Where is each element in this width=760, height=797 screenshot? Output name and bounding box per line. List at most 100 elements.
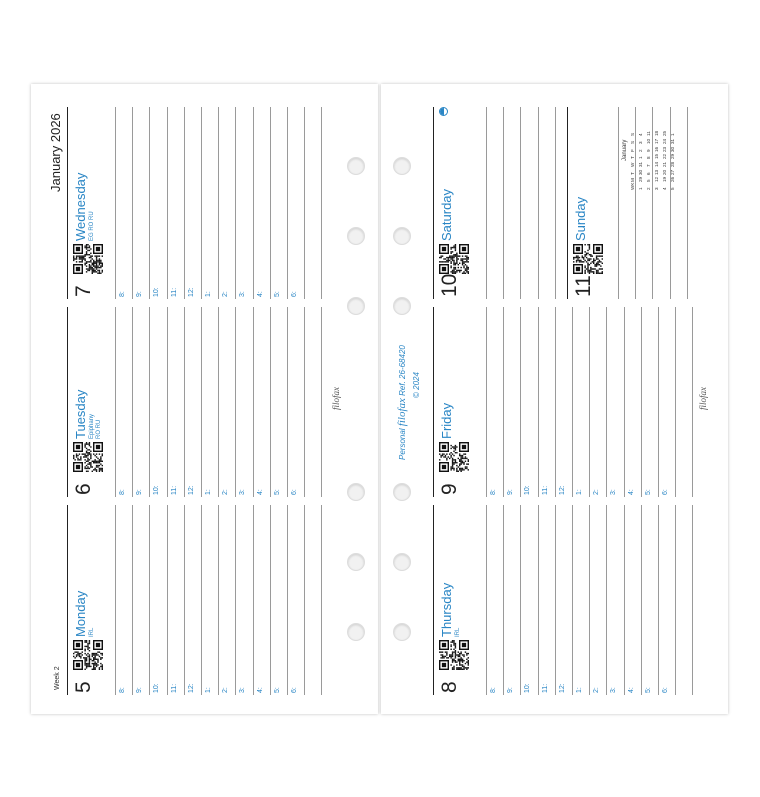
hour-line[interactable] — [692, 307, 694, 497]
hour-line[interactable] — [503, 307, 505, 497]
hour-line[interactable] — [218, 307, 220, 497]
hour-line[interactable] — [321, 107, 323, 299]
hour-line[interactable] — [652, 107, 654, 299]
hour-line[interactable] — [218, 505, 220, 695]
hour-line[interactable] — [486, 107, 487, 299]
hour-line[interactable] — [572, 505, 573, 695]
day-name: Wednesday — [73, 172, 88, 241]
hour-line[interactable] — [537, 505, 539, 695]
hour-line[interactable] — [235, 107, 237, 299]
mini-calendar-day: 8 — [646, 156, 651, 160]
hour-label: 8: — [490, 489, 497, 495]
hour-line[interactable] — [132, 107, 134, 299]
hour-line[interactable] — [149, 307, 151, 497]
hour-line[interactable] — [623, 505, 625, 695]
hour-label: 9: — [507, 489, 515, 495]
hour-line[interactable] — [149, 107, 151, 299]
hour-line[interactable] — [287, 107, 288, 299]
hour-line[interactable] — [269, 107, 271, 299]
hour-line[interactable] — [520, 505, 522, 695]
hour-line[interactable] — [520, 107, 522, 299]
hour-label: 6: — [291, 489, 298, 495]
qr-code-icon — [439, 640, 469, 670]
hour-line[interactable] — [252, 107, 254, 299]
hour-line[interactable] — [235, 505, 237, 695]
hour-line[interactable] — [606, 505, 608, 695]
hour-line[interactable] — [269, 505, 271, 695]
hour-line[interactable] — [201, 307, 202, 497]
hour-line[interactable] — [589, 307, 591, 497]
hour-line[interactable] — [166, 505, 168, 695]
hour-line[interactable] — [252, 307, 254, 497]
hour-line[interactable] — [115, 505, 116, 695]
hour-line[interactable] — [675, 505, 677, 695]
binder-hole — [393, 553, 411, 571]
hour-line[interactable] — [503, 505, 505, 695]
hour-line[interactable] — [658, 505, 659, 695]
hour-line[interactable] — [183, 307, 185, 497]
hour-line[interactable] — [201, 107, 202, 299]
hour-line[interactable] — [503, 107, 505, 299]
hour-line[interactable] — [149, 505, 151, 695]
hour-line[interactable] — [201, 505, 202, 695]
hour-line[interactable] — [218, 107, 220, 299]
hour-line[interactable] — [269, 307, 271, 497]
hour-line[interactable] — [321, 307, 323, 497]
hour-line[interactable] — [252, 505, 254, 695]
hour-line[interactable] — [235, 307, 237, 497]
mini-calendar-day: 18 — [654, 131, 659, 137]
hour-line[interactable] — [132, 307, 134, 497]
hour-line[interactable] — [554, 107, 556, 299]
day-number: 6 — [72, 483, 95, 495]
hour-line[interactable] — [486, 505, 487, 695]
copyright: © 2024 — [412, 372, 421, 398]
hour-line[interactable] — [640, 307, 642, 497]
qr-code-icon — [73, 244, 103, 274]
hour-line[interactable] — [287, 505, 288, 695]
hour-line[interactable] — [686, 107, 688, 299]
hour-label: 10: — [153, 287, 161, 297]
hour-line[interactable] — [520, 307, 522, 497]
hour-line[interactable] — [321, 505, 323, 695]
hour-line[interactable] — [287, 307, 288, 497]
hour-line[interactable] — [640, 505, 642, 695]
hour-line[interactable] — [183, 107, 185, 299]
hour-line[interactable] — [675, 307, 677, 497]
hour-line[interactable] — [537, 107, 539, 299]
hour-label: 12: — [558, 683, 566, 693]
hour-line[interactable] — [183, 505, 185, 695]
binder-hole — [347, 553, 365, 571]
mini-calendar-day: 10 — [646, 138, 651, 145]
hour-line[interactable] — [304, 107, 306, 299]
hour-line[interactable] — [572, 307, 573, 497]
hour-line[interactable] — [669, 107, 671, 299]
hour-label: 12: — [558, 485, 566, 495]
hour-line[interactable] — [623, 307, 625, 497]
hour-line[interactable] — [606, 307, 608, 497]
hour-line[interactable] — [304, 307, 306, 497]
day-event: IRL — [89, 627, 95, 637]
hour-line[interactable] — [115, 107, 116, 299]
hour-line[interactable] — [115, 307, 116, 497]
hour-line[interactable] — [589, 505, 591, 695]
hour-line[interactable] — [658, 307, 659, 497]
hour-line[interactable] — [554, 505, 556, 695]
hour-line[interactable] — [537, 307, 539, 497]
hour-line[interactable] — [166, 107, 168, 299]
hour-line[interactable] — [635, 107, 637, 299]
day-divider — [67, 307, 68, 497]
hour-line[interactable] — [692, 505, 694, 695]
hour-label: 2: — [222, 687, 230, 693]
binder-hole — [347, 297, 365, 315]
mini-calendar-day: 1 — [638, 187, 643, 190]
mini-calendar-day: 31 — [638, 161, 643, 168]
hour-line[interactable] — [554, 307, 556, 497]
hour-line[interactable] — [618, 107, 619, 299]
hour-line[interactable] — [486, 307, 487, 497]
hour-label: 11: — [541, 485, 549, 495]
mini-calendar-day: 14 — [654, 161, 659, 168]
binder-hole — [393, 157, 411, 175]
hour-line[interactable] — [166, 307, 168, 497]
hour-line[interactable] — [304, 505, 306, 695]
hour-line[interactable] — [132, 505, 134, 695]
